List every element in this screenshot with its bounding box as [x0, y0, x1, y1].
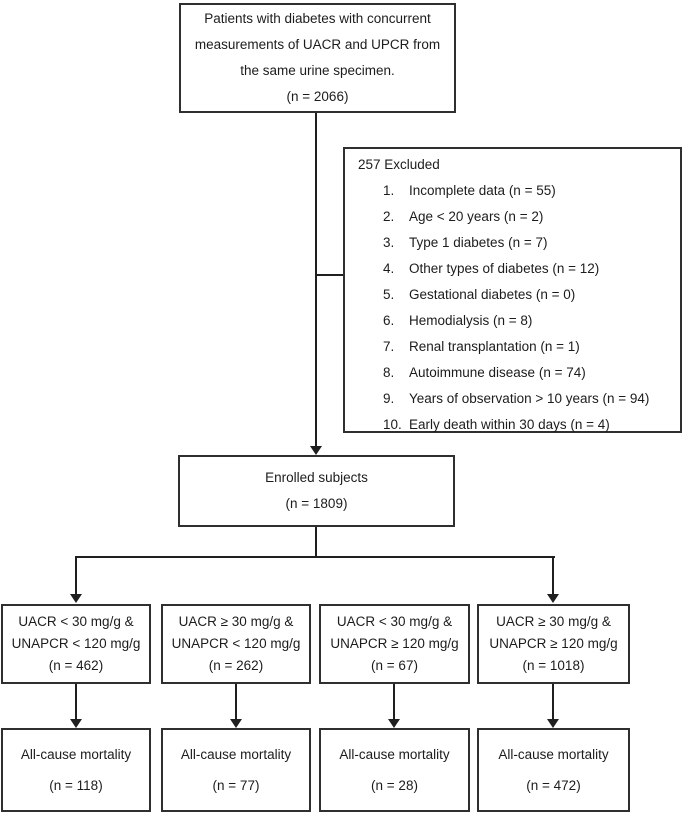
excluded-item-number: 10. — [383, 417, 402, 432]
branch-box-2: UACR ≥ 30 mg/g & UNAPCR < 120 mg/g (n = … — [161, 604, 311, 684]
drop-line-branch-4 — [552, 556, 554, 595]
excluded-item-number: 1. — [383, 183, 395, 198]
excluded-item-text: Renal transplantation (n = 1) — [409, 339, 580, 354]
arrowhead-into-outcome-4 — [547, 719, 559, 728]
branch-box-1: UACR < 30 mg/g & UNAPCR < 120 mg/g (n = … — [1, 604, 151, 684]
criteria-line-1: UACR ≥ 30 mg/g & — [178, 614, 294, 629]
excluded-item-number: 4. — [383, 261, 395, 276]
excluded-item-text: Incomplete data (n = 55) — [409, 183, 556, 198]
outcome-box-1: All-cause mortality (n = 118) — [1, 728, 151, 812]
distributor-line — [75, 556, 555, 558]
excluded-item: 7. Renal transplantation (n = 1) — [345, 334, 680, 360]
outcome-box-3: All-cause mortality (n = 28) — [319, 728, 470, 812]
excluded-item: 2. Age < 20 years (n = 2) — [345, 204, 680, 230]
excluded-item-number: 5. — [383, 287, 395, 302]
outcome-label: All-cause mortality — [180, 747, 292, 762]
drop-line-branch-1 — [75, 556, 77, 595]
excluded-title: 257 Excluded — [358, 157, 440, 172]
enrolled-label: Enrolled subjects — [265, 470, 368, 485]
connector-branch-4-to-outcome — [552, 684, 554, 720]
connector-enrolled-stub — [315, 527, 317, 558]
branch-box-3: UACR < 30 mg/g & UNAPCR ≥ 120 mg/g (n = … — [319, 604, 470, 684]
criteria-line-1: UACR ≥ 30 mg/g & — [496, 614, 611, 629]
branch-count: (n = 462) — [48, 658, 104, 673]
connector-branch-2-to-outcome — [235, 684, 237, 720]
outcome-label: All-cause mortality — [498, 747, 609, 762]
population-count: (n = 2066) — [286, 89, 349, 104]
connector-branch-1-to-outcome — [75, 684, 77, 720]
excluded-item-number: 6. — [383, 313, 395, 328]
excluded-item-number: 8. — [383, 365, 395, 380]
outcome-count: (n = 28) — [371, 778, 418, 793]
branch-count: (n = 67) — [371, 658, 418, 673]
arrowhead-into-outcome-1 — [70, 719, 82, 728]
criteria-line-2: UNAPCR ≥ 120 mg/g — [330, 636, 459, 651]
enrolled-box: Enrolled subjects (n = 1809) — [178, 455, 455, 527]
excluded-item-text: Early death within 30 days (n = 4) — [409, 417, 610, 432]
criteria-line-2: UNAPCR ≥ 120 mg/g — [489, 636, 618, 651]
connector-population-to-enrolled — [315, 113, 317, 447]
population-line-2: measurements of UACR and UPCR from — [194, 37, 441, 52]
excluded-item-text: Autoimmune disease (n = 74) — [409, 365, 586, 380]
branch-count: (n = 262) — [208, 658, 264, 673]
excluded-item-text: Years of observation > 10 years (n = 94) — [409, 391, 650, 406]
excluded-item: 5. Gestational diabetes (n = 0) — [345, 282, 680, 308]
excluded-item: 10. Early death within 30 days (n = 4) — [345, 412, 680, 438]
branch-count: (n = 1018) — [522, 658, 585, 673]
branch-box-4: UACR ≥ 30 mg/g & UNAPCR ≥ 120 mg/g (n = … — [477, 604, 630, 684]
arrowhead-into-branch-1 — [70, 594, 82, 603]
arrowhead-into-branch-4 — [547, 594, 559, 603]
outcome-label: All-cause mortality — [339, 747, 450, 762]
excluded-box: 257 Excluded 1. Incomplete data (n = 55)… — [343, 147, 682, 433]
excluded-item: 9. Years of observation > 10 years (n = … — [345, 386, 680, 412]
excluded-item-number: 7. — [383, 339, 395, 354]
excluded-item: 6. Hemodialysis (n = 8) — [345, 308, 680, 334]
excluded-item-number: 2. — [383, 209, 395, 224]
excluded-item: 4. Other types of diabetes (n = 12) — [345, 256, 680, 282]
excluded-item-text: Other types of diabetes (n = 12) — [409, 261, 600, 276]
excluded-item: 3. Type 1 diabetes (n = 7) — [345, 230, 680, 256]
arrowhead-into-outcome-2 — [230, 719, 242, 728]
arrowhead-into-enrolled — [310, 446, 322, 455]
criteria-line-2: UNAPCR < 120 mg/g — [171, 636, 301, 651]
outcome-label: All-cause mortality — [20, 747, 132, 762]
connector-to-excluded — [316, 274, 343, 276]
outcome-box-2: All-cause mortality (n = 77) — [161, 728, 311, 812]
population-line-1: Patients with diabetes with concurrent — [204, 11, 431, 26]
population-line-3: the same urine specimen. — [240, 63, 395, 78]
criteria-line-1: UACR < 30 mg/g & — [18, 614, 134, 629]
excluded-item-text: Type 1 diabetes (n = 7) — [409, 235, 548, 250]
excluded-item-text: Gestational diabetes (n = 0) — [409, 287, 576, 302]
excluded-item-text: Hemodialysis (n = 8) — [409, 313, 533, 328]
excluded-item: 1. Incomplete data (n = 55) — [345, 178, 680, 204]
enrolled-count: (n = 1809) — [285, 496, 348, 511]
excluded-item-number: 9. — [383, 391, 395, 406]
excluded-item-text: Age < 20 years (n = 2) — [409, 209, 544, 224]
outcome-box-4: All-cause mortality (n = 472) — [477, 728, 630, 812]
excluded-item-number: 3. — [383, 235, 395, 250]
excluded-item: 8. Autoimmune disease (n = 74) — [345, 360, 680, 386]
arrowhead-into-outcome-3 — [388, 719, 400, 728]
criteria-line-2: UNAPCR < 120 mg/g — [11, 636, 141, 651]
outcome-count: (n = 472) — [526, 778, 581, 793]
criteria-line-1: UACR < 30 mg/g & — [336, 614, 453, 629]
connector-branch-3-to-outcome — [393, 684, 395, 720]
outcome-count: (n = 77) — [212, 778, 260, 793]
population-box: Patients with diabetes with concurrent m… — [179, 3, 456, 113]
outcome-count: (n = 118) — [49, 778, 103, 793]
